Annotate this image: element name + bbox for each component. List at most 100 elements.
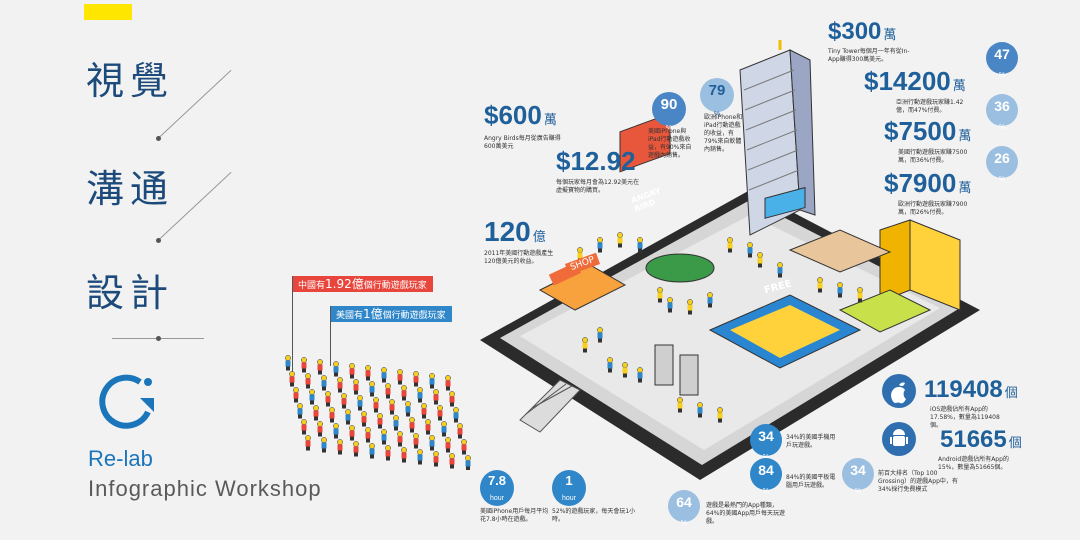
brand-subtitle: Infographic Workshop: [88, 476, 322, 501]
person-figure: [457, 423, 463, 439]
flag-pole: [330, 306, 331, 366]
note-34b: 前百大排名（Top 100 Grossing）的遊戲App中，有34%採行免費模…: [878, 470, 958, 493]
person-figure: [373, 397, 379, 413]
flag-usa: 美國有1億個行動遊戲玩家: [330, 306, 452, 322]
person-figure: [857, 287, 863, 303]
person-figure: [727, 237, 733, 253]
person-figure: [393, 415, 399, 431]
person-figure: [449, 453, 455, 469]
circle-36: 36%: [986, 94, 1018, 131]
person-figure: [309, 389, 315, 405]
brand-name: Re-lab: [88, 446, 153, 471]
yellow-accent-bar: [84, 4, 132, 20]
circle-26: 26%: [986, 146, 1018, 183]
person-figure: [297, 403, 303, 419]
note-79: 歐洲iPhone和iPad行動遊戲的收益，有79%來自軟體內銷售。: [704, 114, 743, 153]
person-figure: [405, 401, 411, 417]
person-figure: [293, 387, 299, 403]
note-7-8-hour: 美國iPhone用戶每月平均花7.8小時在遊戲。: [480, 508, 549, 523]
circle-47: 47%: [986, 42, 1018, 79]
person-figure: [409, 417, 415, 433]
decor-dot: [156, 238, 161, 243]
person-figure: [421, 403, 427, 419]
stat-1292: $12.92 每個玩家每月會為12.92美元在虛擬寶物的購買。: [556, 146, 640, 194]
person-figure: [285, 355, 291, 371]
person-figure: [417, 449, 423, 465]
note-90: 美國iPhone與iPad行動遊戲收益，有90%來自遊戲內銷售。: [648, 128, 692, 159]
person-figure: [301, 357, 307, 373]
person-figure: [337, 377, 343, 393]
person-figure: [385, 383, 391, 399]
person-figure: [333, 423, 339, 439]
person-figure: [325, 391, 331, 407]
person-figure: [637, 237, 643, 253]
person-figure: [413, 433, 419, 449]
person-figure: [449, 391, 455, 407]
person-figure: [317, 359, 323, 375]
person-figure: [617, 232, 623, 248]
person-figure: [657, 287, 663, 303]
person-figure: [465, 455, 471, 470]
apple-icon: [882, 374, 916, 408]
person-figure: [697, 402, 703, 418]
person-figure: [607, 357, 613, 373]
person-figure: [461, 439, 467, 455]
person-figure: [381, 429, 387, 445]
person-figure: [687, 299, 693, 315]
decor-dot: [156, 336, 161, 341]
person-figure: [365, 365, 371, 381]
person-figure: [329, 407, 335, 423]
person-figure: [333, 361, 339, 377]
person-figure: [401, 447, 407, 463]
person-figure: [397, 369, 403, 385]
person-figure: [817, 277, 823, 293]
note-84: 84%的美國平板電腦用戶玩遊戲。: [786, 474, 836, 489]
circle-90: 90%: [652, 92, 686, 132]
person-figure: [425, 419, 431, 435]
person-figure: [582, 337, 588, 353]
person-figure: [317, 421, 323, 437]
person-figure: [345, 409, 351, 425]
person-figure: [429, 435, 435, 451]
note-64: 遊戲是最熱門的App種類，64%的美國App用戶每天玩遊戲。: [706, 502, 786, 525]
person-figure: [313, 405, 319, 421]
person-figure: [301, 419, 307, 435]
person-figure: [377, 413, 383, 429]
person-figure: [321, 437, 327, 453]
person-figure: [349, 425, 355, 441]
android-icon: [882, 422, 916, 456]
note-1-hour: 52%的遊戲玩家，每天會玩1小時。: [552, 508, 636, 523]
person-figure: [365, 427, 371, 443]
person-figure: [369, 443, 375, 459]
person-figure: [361, 411, 367, 427]
person-figure: [369, 381, 375, 397]
relab-logo-icon: [99, 374, 154, 429]
person-figure: [289, 371, 295, 387]
person-figure: [597, 237, 603, 253]
person-figure: [353, 441, 359, 457]
person-figure: [337, 439, 343, 455]
person-figure: [677, 397, 683, 413]
title-line-2: 溝通: [86, 167, 175, 211]
person-figure: [417, 387, 423, 403]
person-figure: [385, 445, 391, 461]
person-figure: [637, 367, 643, 383]
person-figure: [433, 389, 439, 405]
person-figure: [389, 399, 395, 415]
title-line-3: 設計: [86, 271, 175, 315]
flag-pole: [292, 276, 293, 372]
circle-64: 64%: [668, 490, 700, 527]
person-figure: [381, 367, 387, 383]
person-figure: [445, 375, 451, 391]
person-figure: [321, 375, 327, 391]
person-figure: [429, 373, 435, 389]
